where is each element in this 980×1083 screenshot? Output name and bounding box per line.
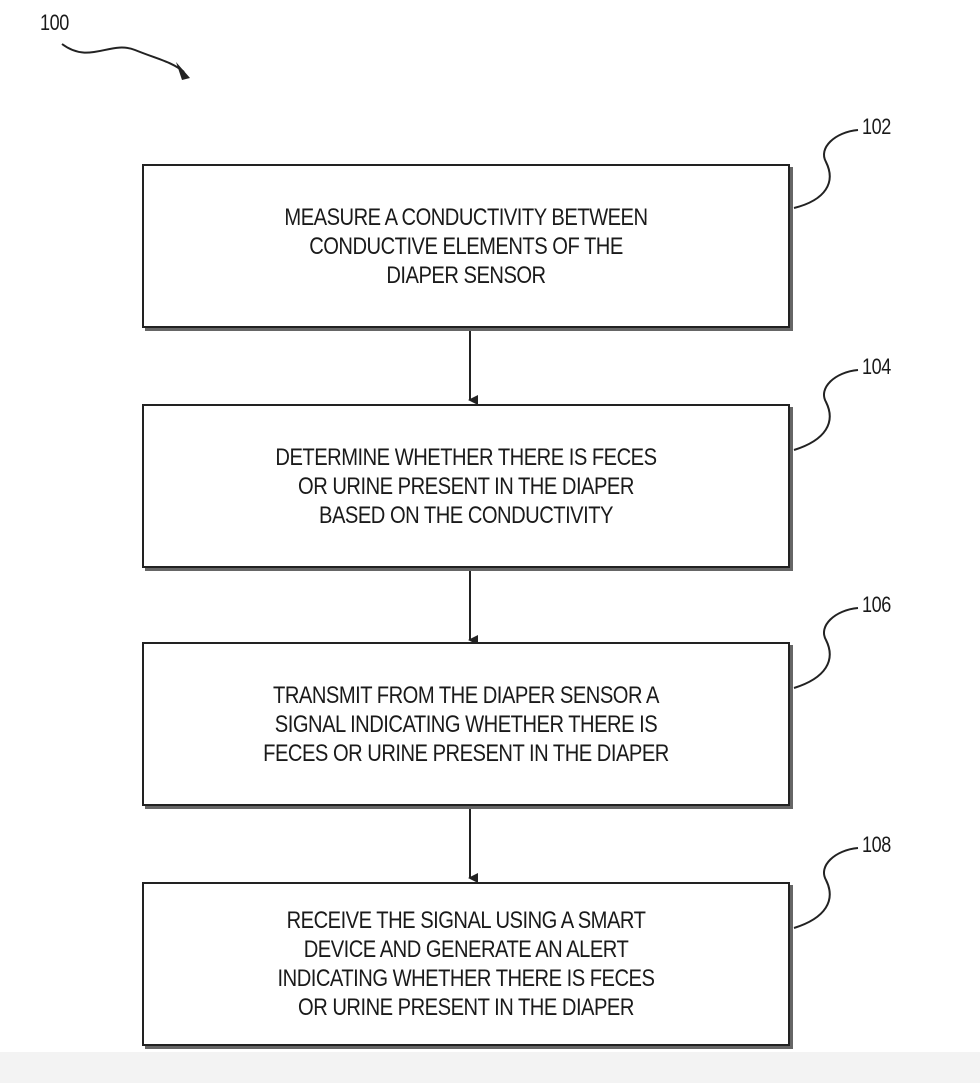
bottom-margin-strip [0, 1052, 980, 1083]
step-numeral-108: 108 [862, 832, 891, 857]
step-numeral-106: 106 [862, 592, 891, 617]
step-text-measure-conductivity: MEASURE A CONDUCTIVITY BETWEEN CONDUCTIV… [284, 203, 648, 289]
step-text-receive-alert: RECEIVE THE SIGNAL USING A SMART DEVICE … [277, 907, 655, 1021]
figure-reference-numeral: 100 [40, 10, 69, 35]
step-box-measure-conductivity: MEASURE A CONDUCTIVITY BETWEEN CONDUCTIV… [142, 164, 790, 328]
step-numeral-104: 104 [862, 354, 891, 379]
step-text-determine-presence: DETERMINE WHETHER THERE IS FECES OR URIN… [275, 443, 657, 529]
step-box-receive-alert: RECEIVE THE SIGNAL USING A SMART DEVICE … [142, 882, 790, 1046]
lead-line-106 [793, 607, 859, 689]
figure-reference-arrowhead [176, 62, 190, 80]
lead-line-104 [793, 369, 859, 451]
lead-line-102 [793, 129, 859, 209]
figure-reference-arrow [61, 43, 185, 73]
lead-line-108 [793, 847, 859, 929]
step-box-determine-presence: DETERMINE WHETHER THERE IS FECES OR URIN… [142, 404, 790, 568]
step-box-transmit-signal: TRANSMIT FROM THE DIAPER SENSOR A SIGNAL… [142, 642, 790, 806]
step-numeral-102: 102 [862, 114, 891, 139]
step-text-transmit-signal: TRANSMIT FROM THE DIAPER SENSOR A SIGNAL… [263, 681, 669, 767]
